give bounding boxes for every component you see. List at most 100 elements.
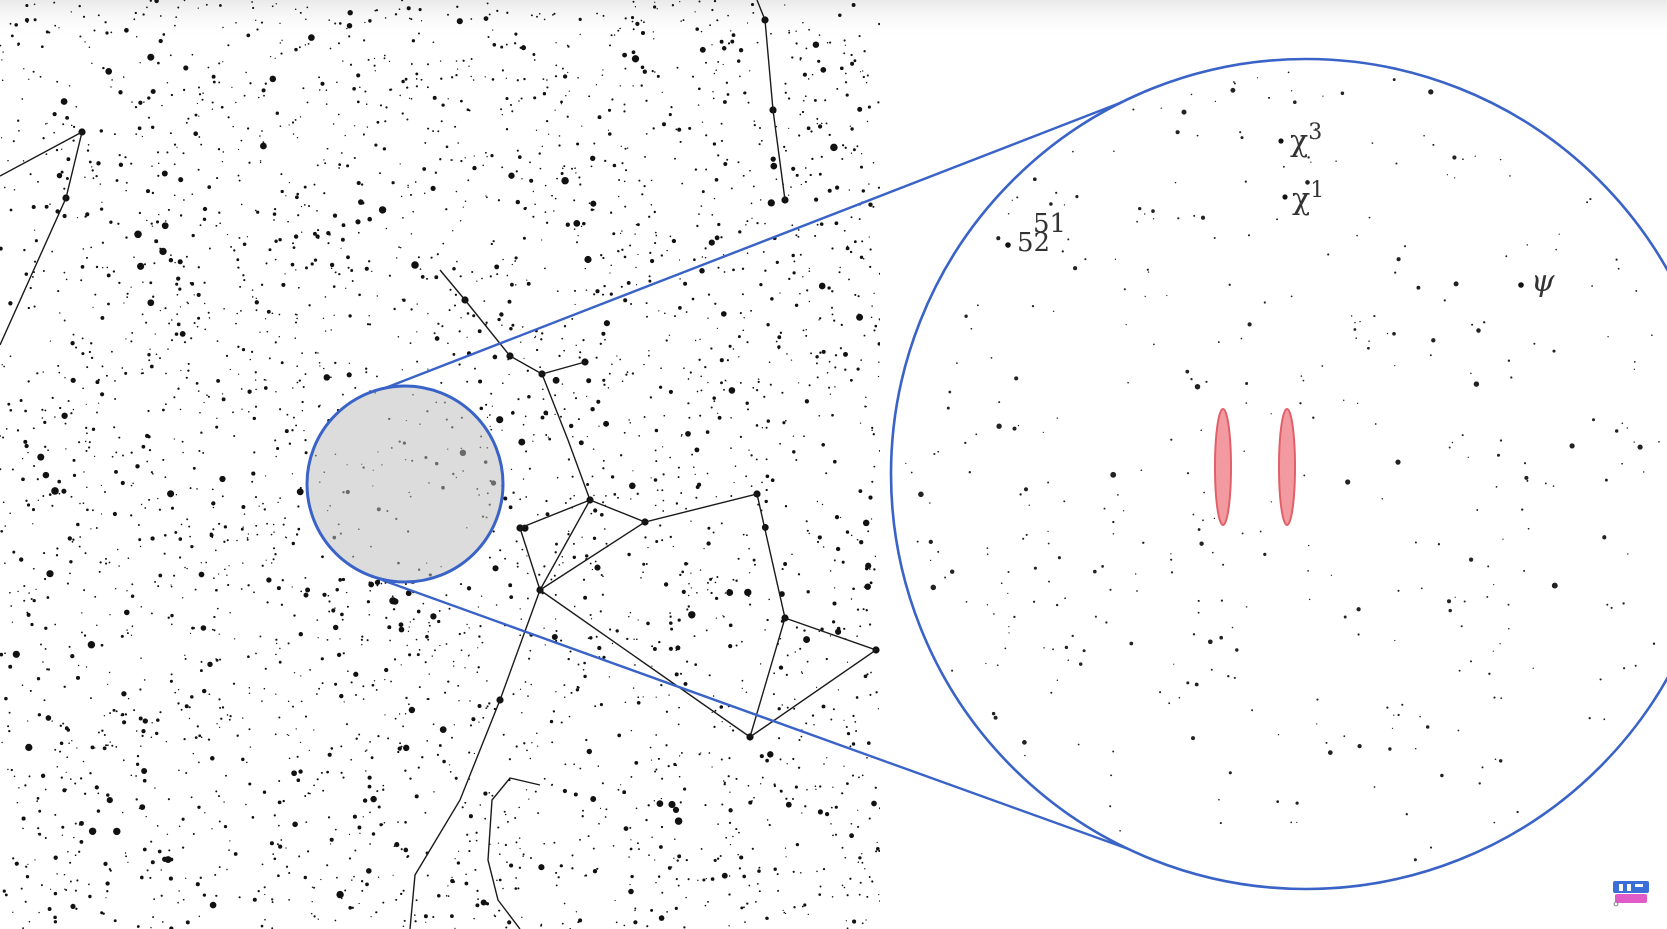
star-dot (786, 353, 788, 355)
star-dot (178, 537, 183, 541)
star-dot (985, 662, 987, 665)
star-dot (631, 50, 636, 55)
star-dot (165, 372, 167, 375)
star-dot (496, 879, 498, 882)
star-dot (336, 876, 338, 879)
star-dot (1047, 481, 1050, 484)
star-dot (176, 293, 179, 296)
star-dot (47, 449, 49, 452)
star-dot (248, 692, 251, 695)
star-dot (590, 208, 594, 212)
star-dot (861, 189, 866, 193)
star-dot (447, 680, 450, 683)
star-dot (190, 695, 194, 699)
star-dot (632, 28, 635, 31)
star-dot (1244, 180, 1247, 183)
star-dot (1305, 180, 1310, 185)
star-dot (297, 214, 300, 217)
star-dot (395, 257, 398, 259)
star-dot (583, 595, 588, 600)
star-dot (661, 122, 667, 127)
star-dot (118, 436, 121, 439)
star-dot (112, 708, 116, 712)
star-dot (553, 841, 556, 844)
star-dot (850, 598, 853, 600)
star-dot (174, 332, 179, 336)
star-dot (328, 233, 331, 236)
star-dot (135, 798, 138, 801)
star-dot (1008, 632, 1010, 634)
star-dot (247, 584, 250, 587)
star-dot (132, 482, 134, 485)
star-dot (296, 313, 298, 316)
star-dot (109, 869, 112, 872)
star-dot (485, 321, 488, 324)
star-dot (518, 837, 521, 839)
star-dot (216, 340, 219, 342)
star-dot (828, 133, 831, 137)
star-dot (191, 53, 194, 56)
star-dot (229, 612, 231, 614)
star-dot (705, 61, 707, 64)
star-dot (874, 324, 878, 328)
star-dot (863, 586, 866, 588)
star-dot (342, 491, 345, 494)
star-dot (793, 906, 796, 909)
star-dot (478, 721, 480, 723)
star-dot (297, 286, 300, 289)
star-dot (130, 340, 133, 343)
star-dot (948, 390, 952, 394)
star-dot (279, 125, 282, 128)
star-dot (16, 429, 20, 432)
star-dot (1110, 774, 1113, 777)
star-dot (347, 670, 349, 673)
star-dot (784, 419, 787, 422)
star-dot (317, 637, 319, 639)
star-dot (36, 797, 40, 800)
star-dot (8, 664, 13, 669)
star-dot (843, 39, 846, 42)
star-dot (713, 72, 716, 75)
star-dot (477, 704, 482, 708)
star-dot (851, 774, 855, 777)
star-dot (23, 599, 26, 602)
star-dot (56, 766, 59, 768)
star-dot (88, 446, 91, 449)
star-dot (765, 458, 768, 461)
star-dot (856, 635, 858, 637)
star-dot (72, 333, 75, 336)
star-dot (325, 89, 328, 92)
star-dot (765, 758, 769, 763)
star-dot (766, 323, 770, 327)
star-dot (626, 637, 629, 641)
star-dot (1627, 553, 1629, 555)
star-dot (568, 90, 570, 92)
star-dot (757, 378, 760, 380)
star-dot (85, 212, 90, 217)
star-dot (207, 395, 210, 398)
star-dot (566, 115, 569, 118)
star-dot (717, 266, 720, 269)
star-dot (365, 367, 368, 370)
star-dot (625, 373, 628, 376)
star-dot (715, 617, 718, 619)
star-dot (106, 273, 111, 278)
star-dot (95, 265, 99, 269)
star-dot (432, 723, 435, 726)
star-dot (711, 711, 713, 714)
star-dot (22, 160, 25, 162)
star-dot (629, 847, 633, 851)
star-dot (1355, 337, 1358, 340)
star-dot (727, 42, 731, 45)
star-dot (190, 282, 195, 286)
star-dot (775, 260, 779, 264)
star-dot (553, 12, 556, 15)
star-dot (110, 350, 113, 353)
star-dot (65, 278, 68, 281)
star-dot (1307, 570, 1309, 572)
star-dot (595, 84, 598, 86)
star-dot (420, 20, 423, 22)
constellation-line-body (519, 499, 591, 592)
star-dot (655, 768, 658, 771)
star-dot (370, 756, 374, 760)
